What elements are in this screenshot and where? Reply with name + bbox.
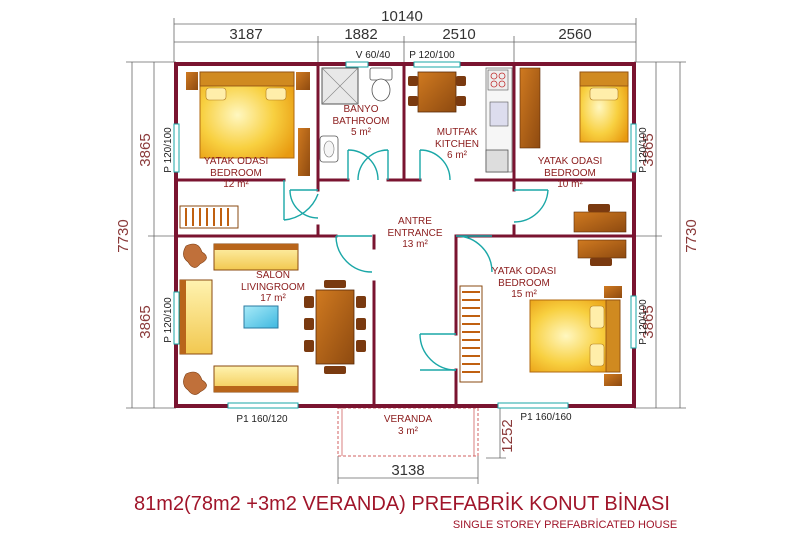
entrance-name-en: ENTRANCE bbox=[387, 228, 442, 239]
bath-window-label: V 60/40 bbox=[356, 50, 391, 61]
dim-veranda-width: 3138 bbox=[391, 462, 424, 479]
plan-subtitle: SINGLE STOREY PREFABRİCATED HOUSE bbox=[453, 518, 677, 531]
left-bottom-window-label: P 120/100 bbox=[163, 297, 174, 343]
bathroom-area: 5 m² bbox=[351, 127, 372, 138]
veranda-name: VERANDA bbox=[384, 414, 433, 425]
entrance-area: 13 m² bbox=[402, 239, 428, 250]
left-top-window-label: P 120/100 bbox=[163, 127, 174, 173]
bedroom2-area: 10 m² bbox=[557, 179, 583, 190]
bedroom3-name-en: BEDROOM bbox=[498, 278, 550, 289]
dim-seg-1: 3187 bbox=[229, 26, 262, 43]
kitchen-name-tr: MUTFAK bbox=[437, 127, 478, 138]
living-furniture bbox=[179, 243, 366, 395]
bedroom3-furniture bbox=[459, 239, 627, 386]
living-name-en: LIVINGROOM bbox=[241, 282, 305, 293]
dim-seg-2: 1882 bbox=[344, 26, 377, 43]
right-top-window-label: P 120/100 bbox=[638, 127, 649, 173]
front-right-door-label: P1 160/160 bbox=[520, 412, 572, 423]
dim-height-total-left: 7730 bbox=[115, 219, 132, 252]
bedroom2-name-en: BEDROOM bbox=[544, 168, 596, 179]
dimension-lines bbox=[126, 18, 686, 484]
kitchen-window-label: P 120/100 bbox=[409, 50, 455, 61]
dim-total-width: 10140 bbox=[381, 8, 423, 25]
bedroom1-name-en: BEDROOM bbox=[210, 168, 262, 179]
kitchen-name-en: KITCHEN bbox=[435, 139, 479, 150]
windows bbox=[173, 61, 637, 409]
kitchen-furniture bbox=[408, 67, 513, 173]
bathroom-fixtures bbox=[319, 67, 393, 163]
right-bottom-window-label: P 120/100 bbox=[638, 299, 649, 345]
doors bbox=[283, 149, 549, 371]
living-name-tr: SALON bbox=[256, 270, 290, 281]
bathroom-name-en: BATHROOM bbox=[332, 116, 389, 127]
dim-veranda-depth: 1252 bbox=[499, 419, 516, 452]
walls bbox=[174, 62, 636, 408]
entrance-name-tr: ANTRE bbox=[398, 216, 432, 227]
bedroom2-name-tr: YATAK ODASI bbox=[538, 156, 602, 167]
veranda-area: 3 m² bbox=[398, 426, 419, 437]
dim-seg-4: 2560 bbox=[558, 26, 591, 43]
living-area: 17 m² bbox=[260, 293, 286, 304]
front-left-door-label: P1 160/120 bbox=[236, 414, 288, 425]
dim-height-total-right: 7730 bbox=[683, 219, 700, 252]
bedroom1-name-tr: YATAK ODASI bbox=[204, 156, 268, 167]
dim-height-bottom-left: 3865 bbox=[137, 305, 154, 338]
dim-height-bottom-right: 3865 bbox=[640, 305, 657, 338]
dim-height-top-right: 3865 bbox=[640, 133, 657, 166]
bedroom3-area: 15 m² bbox=[511, 289, 537, 300]
bedroom3-name-tr: YATAK ODASI bbox=[492, 266, 556, 277]
bedroom1-furniture bbox=[179, 71, 310, 229]
kitchen-area: 6 m² bbox=[447, 150, 468, 161]
dim-height-top-left: 3865 bbox=[137, 133, 154, 166]
bathroom-name-tr: BANYO bbox=[343, 104, 378, 115]
dim-seg-3: 2510 bbox=[442, 26, 475, 43]
bedroom2-furniture bbox=[519, 67, 629, 233]
bedroom1-area: 12 m² bbox=[223, 179, 249, 190]
plan-title: 81m2(78m2 +3m2 VERANDA) PREFABRİK KONUT … bbox=[134, 492, 670, 515]
